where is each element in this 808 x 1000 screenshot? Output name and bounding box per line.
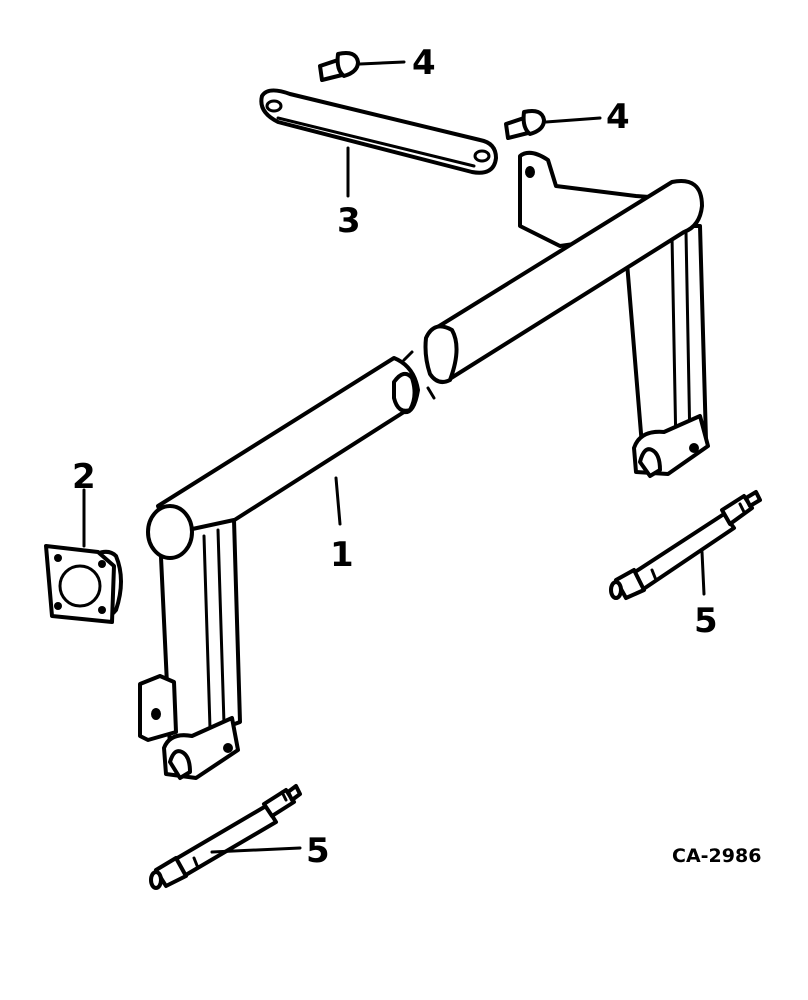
callout-1: 1 — [330, 535, 354, 575]
figure-reference: CA-2986 — [672, 845, 761, 867]
bolt-right — [504, 109, 546, 140]
callout-5-bottom: 5 — [306, 831, 330, 871]
callout-5-right: 5 — [694, 601, 718, 641]
link-bar — [259, 88, 498, 175]
shaft-bottom — [149, 784, 302, 890]
callout-4-upper: 4 — [412, 43, 436, 83]
bolt-upper — [318, 51, 360, 82]
callout-4-right: 4 — [606, 97, 630, 137]
shaft-right — [609, 490, 762, 600]
callout-3: 3 — [337, 201, 361, 241]
callout-2: 2 — [72, 457, 96, 497]
frame — [138, 150, 710, 780]
cover-plate — [44, 544, 123, 624]
